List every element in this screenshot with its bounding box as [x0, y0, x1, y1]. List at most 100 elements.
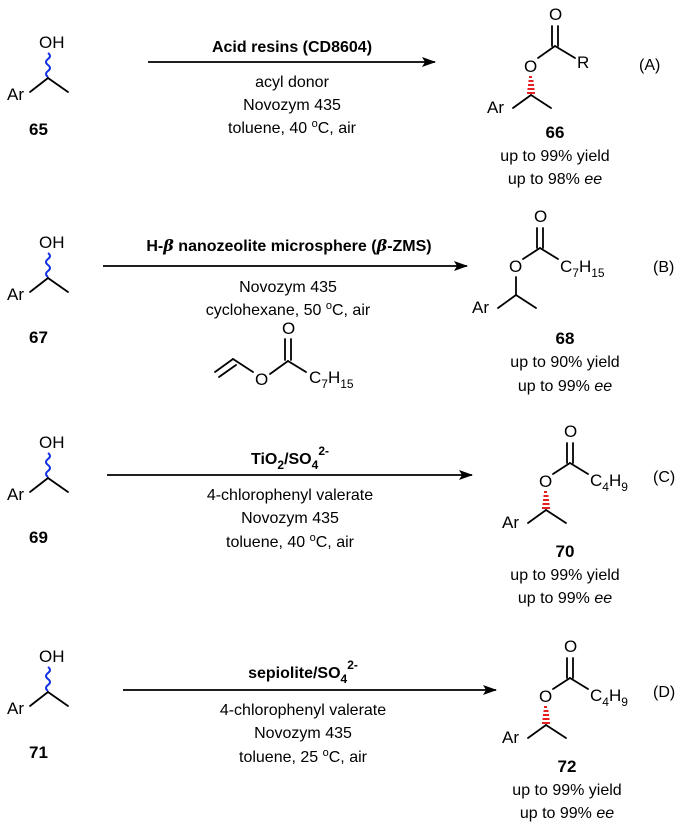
bond-chain: [287, 360, 307, 373]
wavy-bond: [45, 52, 51, 78]
yield-text: up to 90% yield: [510, 354, 619, 371]
bond-ar: [29, 77, 49, 93]
alcohol-65-structure: OH Ar: [7, 33, 69, 104]
carbonyl-o-label: O: [534, 207, 547, 226]
ee-text: up to 99% ee: [518, 378, 612, 395]
bond-methyl: [545, 724, 567, 739]
ar-label: Ar: [7, 485, 24, 504]
condition-solvent-temp: toluene, 40 oC, air: [228, 118, 357, 137]
condition-enzyme: Novozym 435: [239, 279, 337, 296]
entry-label-b: (B): [653, 259, 674, 276]
oh-label: OH: [39, 233, 65, 252]
bond-o-c: [269, 360, 289, 375]
condition-enzyme: Novozym 435: [254, 725, 352, 742]
compound-70-label: 70: [556, 542, 575, 561]
condition-solvent-temp: toluene, 25 oC, air: [239, 747, 368, 766]
compound-68-label: 68: [556, 329, 575, 348]
r-label: R: [577, 53, 589, 72]
ester-o-label: O: [255, 370, 268, 389]
bond-methyl: [47, 477, 69, 493]
condition-acyl-donor: 4-chlorophenyl valerate: [220, 702, 386, 719]
heptyl-label: C7H15: [309, 368, 354, 391]
yield-text: up to 99% yield: [512, 782, 621, 799]
ester-68-structure: O C7H15 O Ar: [472, 207, 605, 317]
condition-acyl-donor: acyl donor: [255, 74, 329, 91]
ee-text: up to 99% ee: [520, 805, 614, 822]
bond-ester-o: [522, 247, 541, 260]
condition-solvent-temp: cyclohexane, 50 oC, air: [206, 300, 371, 319]
bond-methyl: [545, 509, 567, 524]
ester-66-structure: O R O Ar: [487, 5, 589, 117]
ester-o-label: O: [539, 472, 552, 491]
catalyst-beta-zms: H-β nanozeolite microsphere (β-ZMS): [146, 236, 431, 255]
ar-label: Ar: [7, 285, 24, 304]
oh-label: OH: [39, 33, 65, 52]
butyl-label: C4H9: [590, 471, 628, 494]
reaction-d: OH Ar 71 sepiolite/SO42- 4-chlorophenyl …: [7, 637, 675, 822]
reaction-a: OH Ar 65 Acid resins (CD8604) acyl donor…: [7, 5, 660, 188]
ester-70-structure: O C4H9 O Ar: [502, 422, 628, 532]
entry-label-a: (A): [639, 57, 660, 74]
vinyl-bond-1: [214, 358, 234, 373]
bond-ar: [527, 724, 547, 739]
yield-text: up to 99% yield: [500, 148, 609, 165]
carbonyl-o-label: O: [282, 319, 295, 338]
alcohol-71-structure: OH Ar: [7, 647, 69, 718]
compound-69-label: 69: [29, 528, 48, 547]
bond-ar: [29, 477, 49, 493]
wavy-bond: [45, 666, 51, 692]
ester-o-label: O: [509, 257, 522, 276]
compound-66-label: 66: [546, 123, 565, 142]
butyl-label: C4H9: [590, 686, 628, 709]
bond-ar: [497, 294, 517, 309]
entry-label-c: (C): [653, 469, 675, 486]
oh-label: OH: [39, 433, 65, 452]
ester-o-label: O: [524, 57, 537, 76]
vinyl-octanoate-structure: O O C7H15: [214, 319, 354, 391]
entry-label-d: (D): [653, 684, 675, 701]
alcohol-69-structure: OH Ar: [7, 433, 69, 504]
condition-acyl-donor: 4-chlorophenyl valerate: [207, 487, 373, 504]
ar-label: Ar: [502, 513, 519, 532]
ar-label: Ar: [7, 85, 24, 104]
heptyl-label: C7H15: [560, 257, 605, 280]
alcohol-67-structure: OH Ar: [7, 233, 69, 304]
ar-label: Ar: [502, 728, 519, 747]
bond-r: [554, 45, 576, 59]
compound-67-label: 67: [29, 328, 48, 347]
ar-label: Ar: [472, 298, 489, 317]
hashed-wedge: [542, 491, 550, 509]
reaction-c: OH Ar 69 TiO2/SO42- 4-chlorophenyl valer…: [7, 422, 675, 607]
ar-label: Ar: [7, 699, 24, 718]
ar-label: Ar: [487, 98, 504, 117]
catalyst-tio2-so4: TiO2/SO42-: [251, 444, 329, 472]
yield-text: up to 99% yield: [510, 567, 619, 584]
vinyl-bond-2: [218, 364, 237, 378]
carbonyl-o-label: O: [549, 5, 562, 24]
compound-72-label: 72: [558, 757, 577, 776]
carbonyl-o-label: O: [564, 422, 577, 441]
bond-methyl: [47, 277, 69, 293]
ester-o-label: O: [539, 687, 552, 706]
bond-methyl: [530, 94, 552, 109]
bond-ester-o: [552, 462, 571, 475]
bond-ar: [527, 509, 547, 524]
bond-ar: [29, 691, 49, 707]
vinyl-bond-3: [232, 358, 254, 373]
hashed-wedge: [527, 76, 535, 94]
reaction-b: OH Ar 67 H-β nanozeolite microsphere (β-…: [7, 207, 674, 395]
condition-enzyme: Novozym 435: [243, 97, 341, 114]
oh-label: OH: [39, 647, 65, 666]
wavy-bond: [45, 252, 51, 278]
condition-enzyme: Novozym 435: [241, 510, 339, 527]
bond-methyl: [47, 77, 69, 93]
compound-65-label: 65: [29, 120, 48, 139]
ee-text: up to 98% ee: [508, 171, 602, 188]
wavy-bond: [45, 452, 51, 478]
hashed-wedge: [542, 706, 550, 724]
ee-text: up to 99% ee: [518, 590, 612, 607]
ester-72-structure: O C4H9 O Ar: [502, 637, 628, 747]
catalyst-sepiolite-so4: sepiolite/SO42-: [248, 658, 358, 686]
